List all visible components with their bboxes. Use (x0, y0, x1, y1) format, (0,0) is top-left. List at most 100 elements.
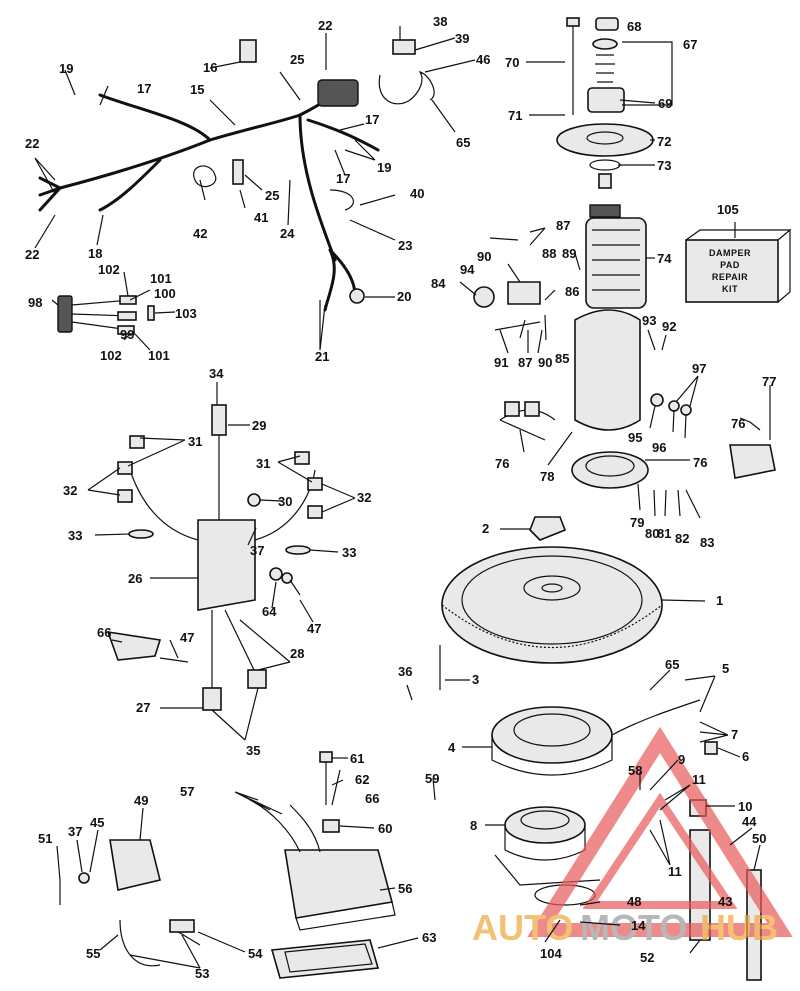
label-63: 63 (422, 930, 436, 945)
label-96: 96 (652, 440, 666, 455)
label-91: 91 (494, 355, 508, 370)
label-105: 105 (717, 202, 739, 217)
label-66-right: 66 (365, 791, 379, 806)
label-17-right-top: 17 (365, 112, 379, 127)
label-72: 72 (657, 134, 671, 149)
part-labels: 1 2 3 4 5 6 7 8 9 10 11 11 14 15 16 17 1… (25, 14, 776, 981)
label-79: 79 (630, 515, 644, 530)
label-93: 93 (642, 313, 656, 328)
label-37-mid: 37 (250, 543, 264, 558)
label-103: 103 (175, 306, 197, 321)
label-32-left: 32 (63, 483, 77, 498)
label-64: 64 (262, 604, 277, 619)
power-pack (249, 751, 396, 979)
label-47-right: 47 (307, 621, 321, 636)
label-102-top: 102 (98, 262, 120, 277)
label-17-right-bottom: 17 (336, 171, 350, 186)
label-99: 99 (120, 327, 134, 342)
watermark-auto: AUTO (472, 907, 573, 948)
label-15: 15 (190, 82, 204, 97)
label-24: 24 (280, 226, 295, 241)
leader-lines (34, 26, 771, 969)
label-20: 20 (397, 289, 411, 304)
label-33-right: 33 (342, 545, 356, 560)
label-4: 4 (448, 740, 456, 755)
connector-assembly (57, 295, 155, 335)
label-97: 97 (692, 361, 706, 376)
label-3: 3 (472, 672, 479, 687)
label-2: 2 (482, 521, 489, 536)
label-30: 30 (278, 494, 292, 509)
label-25-mid: 25 (265, 188, 279, 203)
label-104: 104 (540, 946, 562, 961)
label-11-upper: 11 (692, 772, 706, 787)
label-78: 78 (540, 469, 554, 484)
label-6: 6 (742, 749, 749, 764)
label-87-top: 87 (556, 218, 570, 233)
label-90-bottom: 90 (538, 355, 552, 370)
label-39: 39 (455, 31, 469, 46)
label-22-top: 22 (318, 18, 332, 33)
label-18: 18 (88, 246, 102, 261)
label-61: 61 (350, 751, 364, 766)
label-45: 45 (90, 815, 104, 830)
label-56: 56 (398, 881, 412, 896)
label-82: 82 (675, 531, 689, 546)
label-77: 77 (762, 374, 776, 389)
label-48: 48 (627, 894, 641, 909)
label-19-left: 19 (59, 61, 73, 76)
label-1: 1 (716, 593, 723, 608)
label-32-right: 32 (357, 490, 371, 505)
label-40: 40 (410, 186, 424, 201)
label-52: 52 (640, 950, 654, 965)
wiring-harness (38, 39, 435, 312)
label-71: 71 (508, 108, 522, 123)
label-69: 69 (658, 96, 672, 111)
label-90-top: 90 (477, 249, 491, 264)
label-41: 41 (254, 210, 268, 225)
label-68: 68 (627, 19, 641, 34)
label-80: 80 (645, 526, 659, 541)
label-22-lower-left: 22 (25, 247, 39, 262)
label-42: 42 (193, 226, 207, 241)
repair-kit-line-4: KIT (722, 284, 738, 294)
label-31-left: 31 (188, 434, 202, 449)
starter-motor: DAMPER PAD REPAIR KIT (473, 17, 792, 489)
label-47-left: 47 (180, 630, 194, 645)
label-85: 85 (555, 351, 569, 366)
label-62: 62 (355, 772, 369, 787)
label-65-top: 65 (456, 135, 470, 150)
label-81: 81 (657, 526, 671, 541)
label-17-left: 17 (137, 81, 151, 96)
label-43: 43 (718, 894, 732, 909)
watermark: AUTO MOTO HUB (472, 726, 793, 948)
label-44: 44 (742, 814, 757, 829)
ignition-coil (59, 839, 201, 967)
label-11-lower: 11 (668, 864, 682, 879)
label-88: 88 (542, 246, 556, 261)
label-60: 60 (378, 821, 392, 836)
label-8: 8 (470, 818, 477, 833)
label-102-bottom: 102 (100, 348, 122, 363)
label-59: 59 (425, 771, 439, 786)
label-31-right: 31 (256, 456, 270, 471)
label-89: 89 (562, 246, 576, 261)
label-76-right: 76 (731, 416, 745, 431)
label-36: 36 (398, 664, 412, 679)
label-22-upper-left: 22 (25, 136, 39, 151)
label-25-top: 25 (290, 52, 304, 67)
label-67: 67 (683, 37, 697, 52)
label-75-as-76: 76 (693, 455, 707, 470)
label-29: 29 (252, 418, 266, 433)
label-98: 98 (28, 295, 42, 310)
label-7: 7 (731, 727, 738, 742)
label-46: 46 (476, 52, 490, 67)
label-84: 84 (431, 276, 446, 291)
label-94: 94 (460, 262, 475, 277)
label-33-left: 33 (68, 528, 82, 543)
label-95: 95 (628, 430, 642, 445)
label-87-bottom: 87 (518, 355, 532, 370)
label-35: 35 (246, 743, 260, 758)
watermark-hub: HUB (700, 907, 778, 948)
